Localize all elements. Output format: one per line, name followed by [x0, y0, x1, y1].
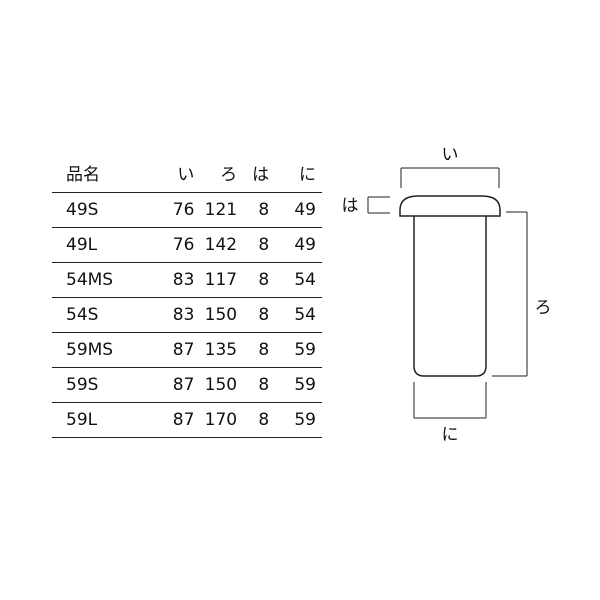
- cell-name: 54MS: [52, 262, 159, 298]
- table-header-row: 品名 い ろ は に: [52, 158, 322, 193]
- header-ni: に: [269, 158, 322, 193]
- cell-ha: 8: [237, 402, 270, 438]
- cell-ro: 117: [194, 262, 238, 298]
- cell-name: 59MS: [52, 332, 159, 368]
- cell-ha: 8: [237, 332, 270, 368]
- cell-i: 83: [158, 262, 195, 298]
- cell-name: 59S: [52, 367, 159, 403]
- cell-ro: 135: [194, 332, 238, 368]
- cell-i: 87: [158, 402, 195, 438]
- cell-ni: 49: [269, 227, 322, 263]
- cell-ni: 59: [269, 367, 322, 403]
- cell-ni: 54: [269, 297, 322, 333]
- table-row: 59L 87 170 8 59: [52, 402, 322, 438]
- cell-name: 54S: [52, 297, 159, 333]
- table-row: 59MS 87 135 8 59: [52, 332, 322, 368]
- cell-ro: 142: [194, 227, 238, 263]
- dimension-label-i: い: [442, 145, 459, 165]
- cell-i: 76: [158, 227, 195, 263]
- cell-ha: 8: [237, 192, 270, 228]
- table-row: 59S 87 150 8 59: [52, 367, 322, 403]
- dimension-ni-marker: [413, 382, 487, 419]
- cell-ni: 54: [269, 262, 322, 298]
- header-product-name: 品名: [52, 158, 159, 193]
- cell-i: 87: [158, 367, 195, 403]
- cell-name: 59L: [52, 402, 159, 438]
- cell-ni: 59: [269, 332, 322, 368]
- cap-outline: [399, 195, 501, 377]
- header-ha: は: [237, 158, 270, 193]
- cell-ni: 59: [269, 402, 322, 438]
- table-row: 49S 76 121 8 49: [52, 192, 322, 228]
- dimension-table: 品名 い ろ は に 49S 76 121 8 49 49L 76 142 8 …: [52, 158, 322, 438]
- cell-ro: 121: [194, 192, 238, 228]
- cell-ha: 8: [237, 227, 270, 263]
- table-row: 54MS 83 117 8 54: [52, 262, 322, 298]
- cell-ha: 8: [237, 262, 270, 298]
- header-i: い: [158, 158, 195, 193]
- cell-name: 49L: [52, 227, 159, 263]
- table-row: 54S 83 150 8 54: [52, 297, 322, 333]
- dimension-ha-marker: [367, 196, 390, 214]
- cell-i: 87: [158, 332, 195, 368]
- cell-ro: 150: [194, 367, 238, 403]
- header-ro: ろ: [194, 158, 238, 193]
- cell-i: 76: [158, 192, 195, 228]
- dimension-ro-marker: [492, 211, 528, 377]
- dimension-label-ro: ろ: [535, 298, 552, 318]
- cell-ro: 150: [194, 297, 238, 333]
- cell-ha: 8: [237, 297, 270, 333]
- cell-ha: 8: [237, 367, 270, 403]
- dimension-label-ha: は: [342, 196, 359, 216]
- dimension-label-ni: に: [442, 425, 459, 445]
- cell-i: 83: [158, 297, 195, 333]
- cell-ni: 49: [269, 192, 322, 228]
- cap-dimension-diagram: い は ろ に: [342, 145, 552, 445]
- cell-ro: 170: [194, 402, 238, 438]
- table-row: 49L 76 142 8 49: [52, 227, 322, 263]
- dimension-i-marker: [400, 167, 500, 188]
- cell-name: 49S: [52, 192, 159, 228]
